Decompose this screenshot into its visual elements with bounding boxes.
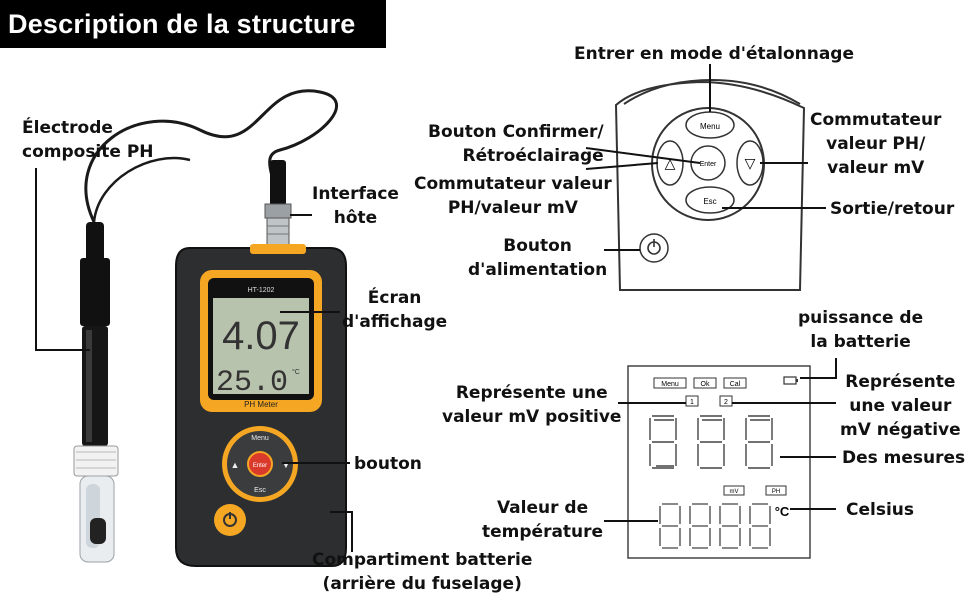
label-celsius: Celsius	[846, 500, 914, 520]
label-power-button: Bouton d'alimentation	[468, 236, 608, 280]
ph-meter-device: HT-1202 4.07 25.0 °C PH Meter Menu Enter…	[175, 244, 347, 567]
lcd-detail	[627, 365, 811, 559]
lcd-unit-mv: mV	[730, 489, 739, 495]
label-button: bouton	[354, 454, 422, 474]
label-measurements: Des mesures	[842, 448, 966, 468]
device-up-key: ▲	[231, 460, 240, 470]
leader-lines	[35, 64, 837, 552]
keypad-enter-label: Enter	[700, 161, 717, 168]
keypad-up-arrow: △	[665, 155, 676, 171]
ph-electrode	[73, 89, 338, 563]
label-calibration-mode: Entrer en mode d'étalonnage	[574, 44, 855, 64]
label-host-interface: Interface hôte	[312, 184, 399, 228]
label-confirm-backlight: Bouton Confirmer/ Rétroéclairage	[428, 122, 604, 166]
device-down-key: ▼	[282, 460, 291, 470]
lcd-mode-2: 2	[724, 399, 728, 406]
screen-temp-unit: °C	[292, 368, 300, 376]
label-negative-mv: Représente une valeur mV négative	[840, 372, 961, 440]
label-display-screen: Écran d'affichage	[342, 288, 448, 332]
lcd-mode-1: 1	[690, 399, 694, 406]
model-name: HT-1202	[248, 287, 275, 294]
label-battery-power: puissance de la batterie	[798, 308, 924, 352]
screen-temp-value: 25.0	[216, 366, 288, 400]
lcd-tag-ok: Ok	[701, 381, 710, 388]
screen-ph-value: 4.07	[222, 314, 300, 358]
label-temperature-value: Valeur de température	[482, 498, 604, 542]
keypad-down-arrow: ▽	[745, 155, 756, 171]
keypad-esc-label: Esc	[703, 197, 716, 206]
page-title: Description de la structure	[0, 0, 386, 48]
label-switch-left: Commutateur valeur PH/valeur mV	[414, 174, 612, 218]
label-positive-mv: Représente une valeur mV positive	[442, 383, 622, 427]
host-interface-connector	[264, 160, 292, 249]
label-exit-return: Sortie/retour	[830, 199, 955, 219]
device-esc-key: Esc	[254, 487, 266, 494]
device-menu-key: Menu	[251, 435, 269, 442]
lcd-tag-menu: Menu	[661, 381, 679, 388]
screen-caption: PH Meter	[244, 400, 278, 409]
label-electrode: Électrode composite PH	[22, 118, 154, 162]
label-switch-right: Commutateur valeur PH/ valeur mV	[810, 110, 942, 178]
lcd-celsius-symbol: °C	[775, 504, 790, 519]
lcd-unit-ph: PH	[772, 489, 780, 495]
keypad-detail	[614, 78, 806, 291]
device-power-button	[214, 504, 246, 536]
device-enter-key: Enter	[253, 463, 267, 469]
keypad-menu-label: Menu	[700, 122, 720, 131]
lcd-tag-cal: Cal	[730, 381, 741, 388]
label-battery-compartment: Compartiment batterie (arrière du fusela…	[312, 550, 533, 594]
